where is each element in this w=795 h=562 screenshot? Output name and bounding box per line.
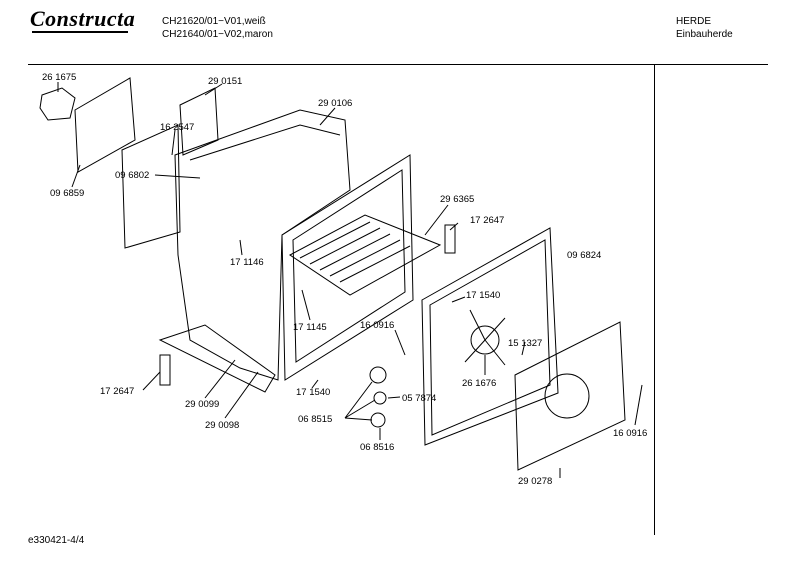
part-label: 29 0278 [518,476,552,487]
header-divider [28,64,768,65]
fan-hub [470,325,500,355]
part-label: 26 1675 [42,72,76,83]
door-seal-inner [429,239,551,436]
leader-29-0098 [224,371,259,419]
part-label: 29 6365 [440,194,474,205]
housing-top-wave [189,124,341,161]
leader-09-6802 [154,174,201,179]
leader-29-0099 [204,359,236,399]
part-label: 09 6824 [567,250,601,261]
part-label: 16 0916 [613,428,647,439]
part-label: 17 2647 [100,386,134,397]
page-reference: e330421-4/4 [28,535,85,546]
part-label: 29 0098 [205,420,239,431]
leader-17-1540-bottom [311,379,319,389]
part-label: 17 1146 [230,257,264,268]
bottom-tray [158,324,276,393]
part-label: 29 0151 [208,76,242,87]
oven-front-opening [292,169,406,363]
part-label: 06 8515 [298,414,332,425]
category-line-1: HERDE [676,16,712,27]
side-insulation-left [121,124,181,249]
leader-09-6859 [71,164,81,188]
leader-16-2547 [171,129,176,156]
leader-05-7874 [387,396,401,399]
hinge-left [159,354,171,386]
leader-17-1540-top [451,296,466,303]
leader-17-2647-top [449,222,459,231]
lamp-bulb [373,391,387,405]
leader-29-0106 [319,107,336,126]
leader-15-1327 [521,341,526,356]
part-label: 09 6859 [50,188,84,199]
oven-rack [289,214,442,296]
lamp-cover [370,412,386,428]
part-label: 17 1145 [293,322,327,333]
leader-17-1146 [239,239,243,256]
oven-front-frame [281,154,414,381]
part-label: 26 1676 [462,378,496,389]
part-label: 17 1540 [466,290,500,301]
brand-logo-underline [32,31,128,33]
leader-06-8515 [344,381,376,421]
leader-29-0151 [204,83,223,96]
leader-29-6365 [424,204,449,236]
category-line-2: Einbauherde [676,29,733,40]
part-label: 17 1540 [296,387,330,398]
part-label: 09 6802 [115,170,149,181]
model-line-2: CH21640/01−V02,maron [162,29,273,40]
fan-blades [464,309,506,366]
leader-16-0916-mid [394,329,406,356]
part-label: 05 7874 [402,393,436,404]
part-label: 06 8516 [360,442,394,453]
fan-cover-plate [514,321,626,471]
brand-logo: Constructa [30,6,136,31]
door-seal-frame [421,227,559,446]
fan-cover-grille [544,373,590,419]
part-label: 15 1327 [508,338,542,349]
part-label: 29 0106 [318,98,352,109]
part-label: 16 0916 [360,320,394,331]
rear-panel [74,77,136,173]
rack-wires [299,221,411,283]
thermostat-part [39,87,76,121]
leader-16-0916-right [634,384,643,426]
oven-housing [174,109,351,381]
right-margin-divider [654,65,655,535]
model-line-1: CH21620/01−V01,weiß [162,16,266,27]
part-label: 29 0099 [185,399,219,410]
leader-17-1145 [301,289,311,321]
part-label: 17 2647 [470,215,504,226]
hinge-right [444,224,456,254]
lamp-socket [369,366,387,384]
part-label: 16 2547 [160,122,194,133]
leader-17-2647-bottom [142,371,161,391]
